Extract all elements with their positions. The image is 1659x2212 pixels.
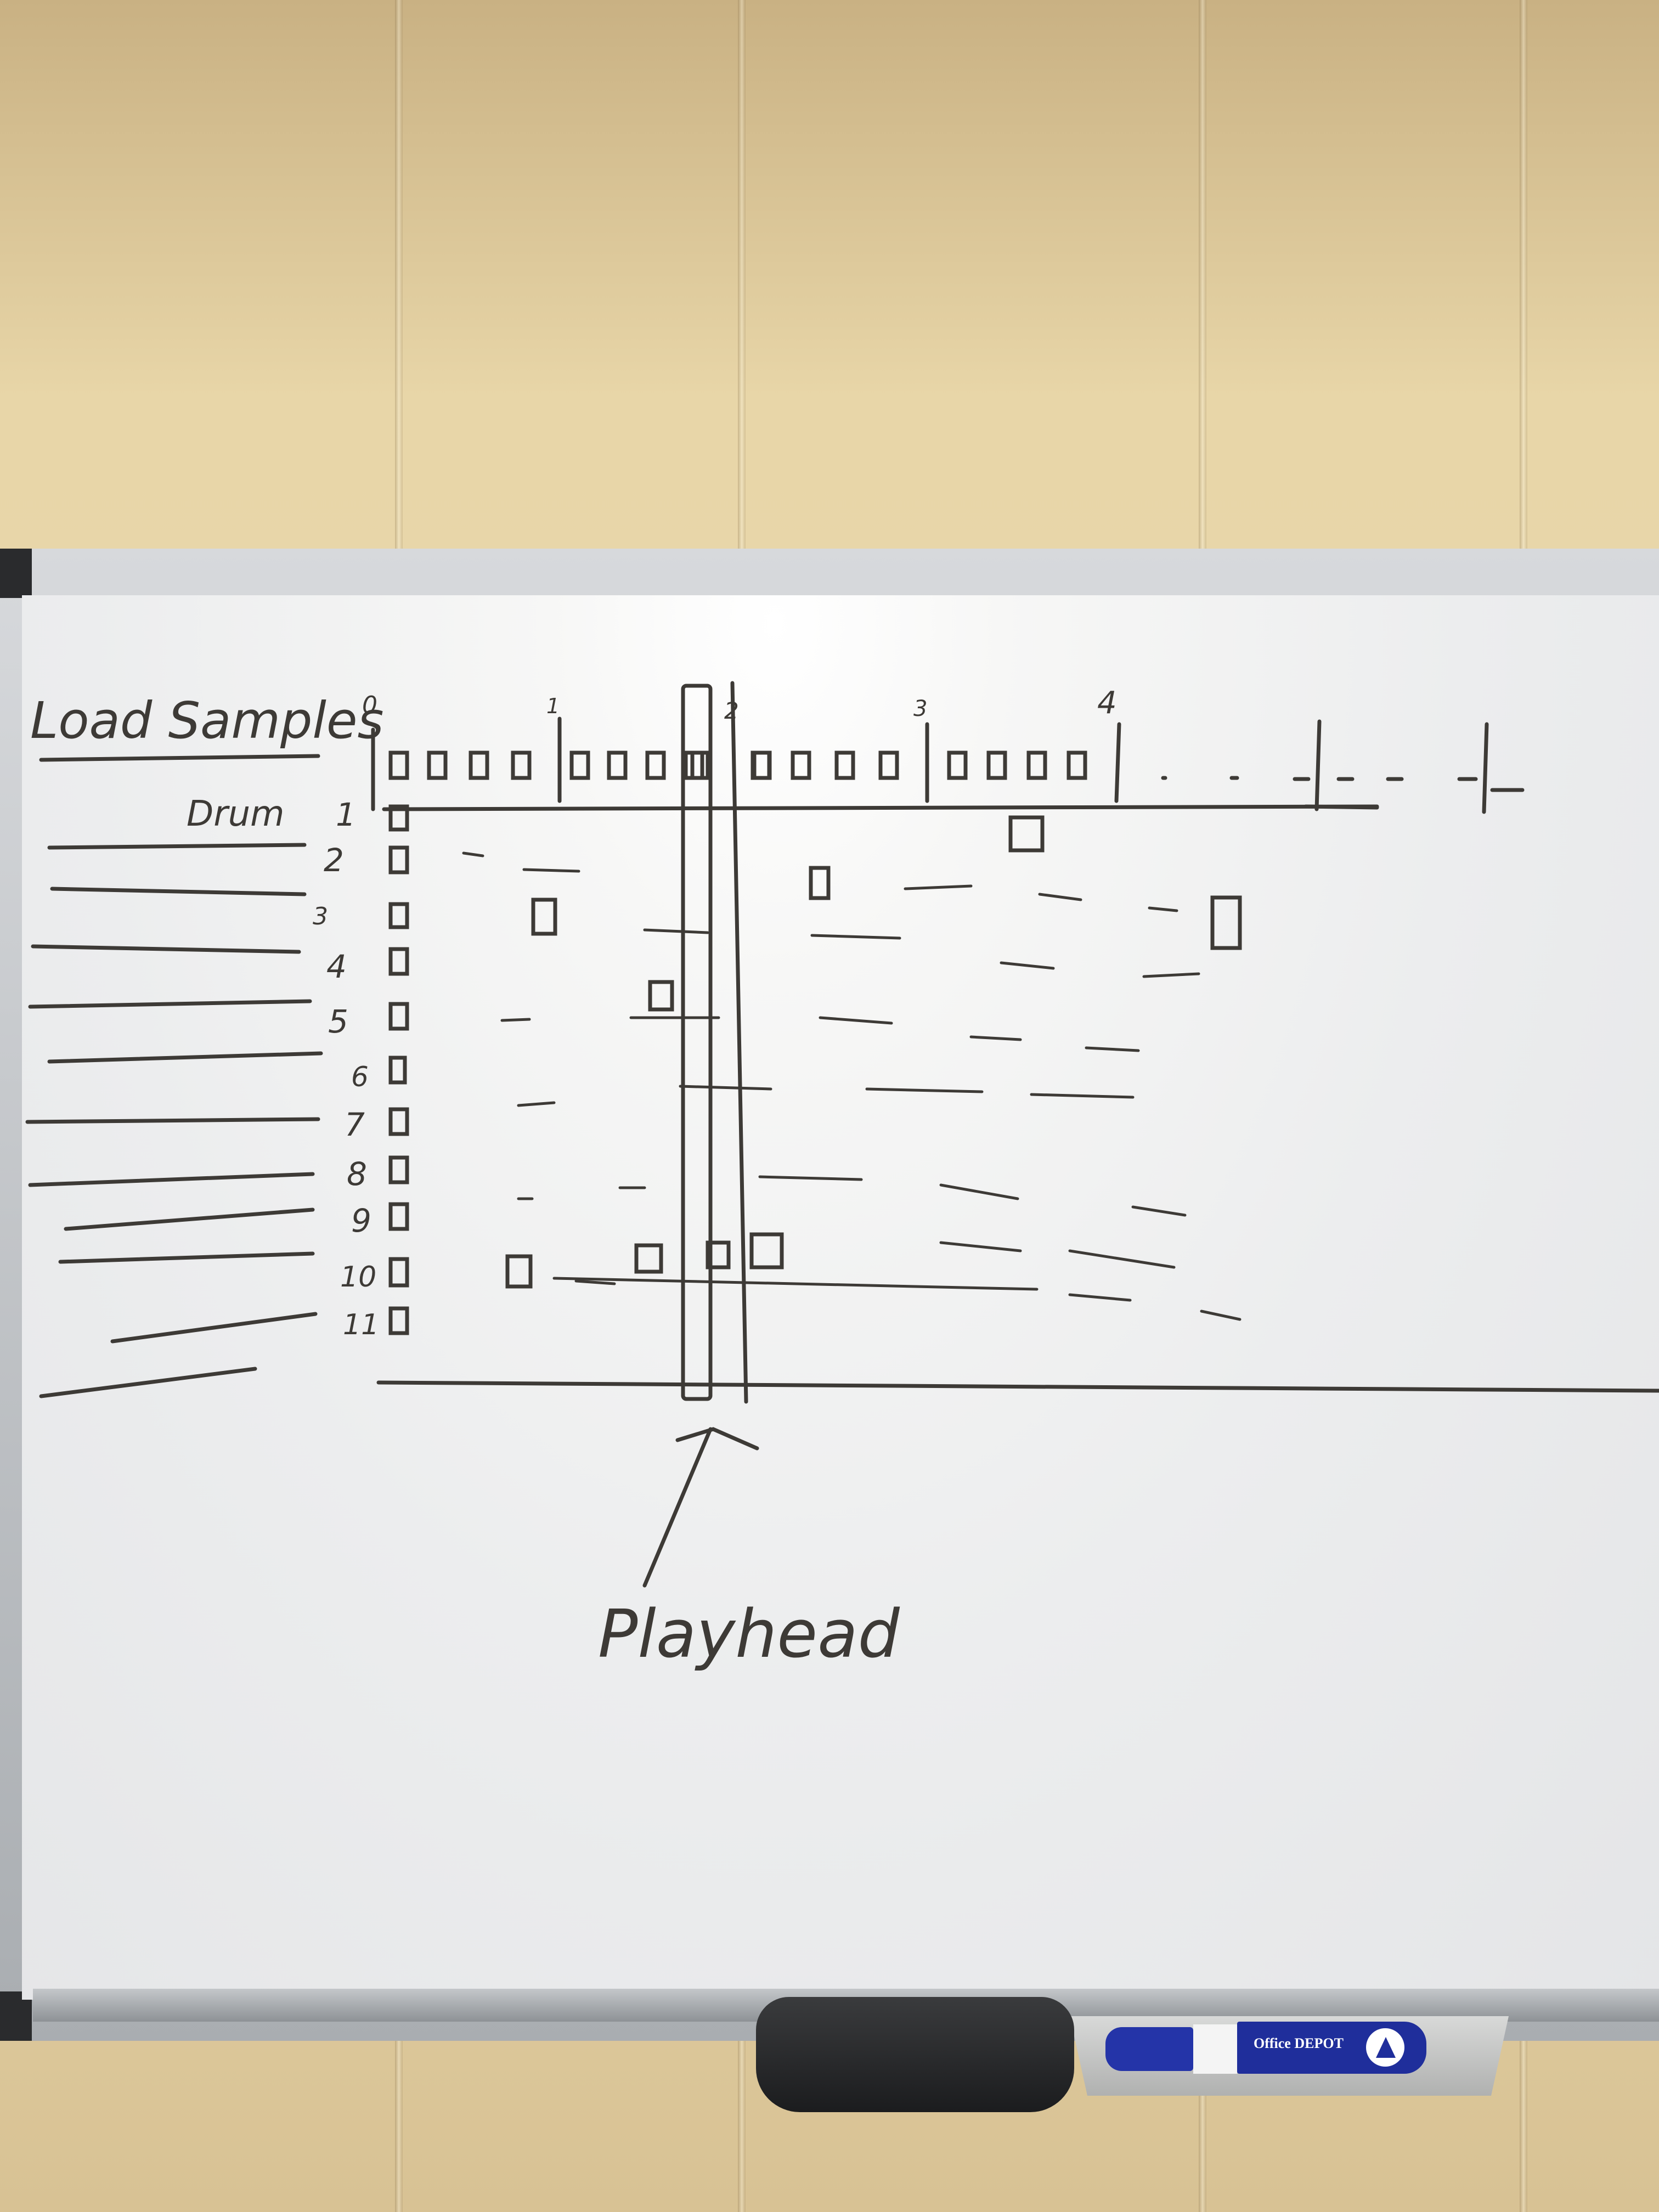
beat-divider [1314,719,1322,811]
playhead-bar [681,684,713,1401]
continuation-marks [1161,776,1525,810]
playhead-arrow-shaft [642,1427,713,1588]
beat-marker-0: 0 [362,691,377,719]
row-number: 11 [343,1308,379,1341]
marker-cap [1105,2027,1193,2071]
drum-label: Drum [187,794,285,834]
row-number: 4 [326,948,347,985]
row-number: 3 [313,902,328,930]
header-step-boxes [388,751,1087,780]
row-number: 7 [345,1106,365,1143]
dry-erase-marker[interactable]: Office DEPOT [1105,2019,1426,2076]
beat-divider [1114,722,1121,803]
row-number: 10 [340,1261,376,1294]
row-numbers: 1 2 3 4 5 6 7 8 9 10 11 [313,796,379,1341]
sample-slot-lines [25,843,323,1398]
marker-barrel: Office DEPOT [1237,2022,1426,2074]
beat-marker-1: 1 [546,694,560,718]
grid-row-dashes [462,851,1242,1321]
grid-bottom-line [376,1380,1659,1393]
row-number: 9 [351,1202,371,1239]
active-step-boxes [505,815,1242,1289]
beat-marker-2: 2 [724,697,739,724]
row-toggle-boxes [388,804,409,1335]
row-number: 1 [336,796,356,833]
beat-marker-4: 4 [1097,685,1117,721]
playhead-label: Playhead [598,1596,900,1673]
load-samples-label: Load Samples [30,691,383,750]
whiteboard-surface [22,595,1659,2000]
playhead-arrow-head [675,1427,759,1451]
playhead-bar-edge [730,681,748,1404]
row-number: 6 [351,1061,369,1093]
beat-divider [1482,722,1489,814]
marker-ring [1193,2024,1237,2074]
beat-marker-3: 3 [913,696,927,721]
whiteboard-eraser[interactable] [756,1997,1074,2112]
marker-brand-label: Office DEPOT [1254,2035,1344,2051]
header-baseline [382,804,1379,811]
row-number: 2 [324,842,344,879]
row-number: 5 [328,1003,348,1040]
row-number: 8 [347,1155,367,1193]
brand-logo-icon [1366,2028,1404,2067]
frame-corner [0,549,32,598]
load-samples-underline [39,754,320,762]
frame-corner [0,1991,32,2041]
